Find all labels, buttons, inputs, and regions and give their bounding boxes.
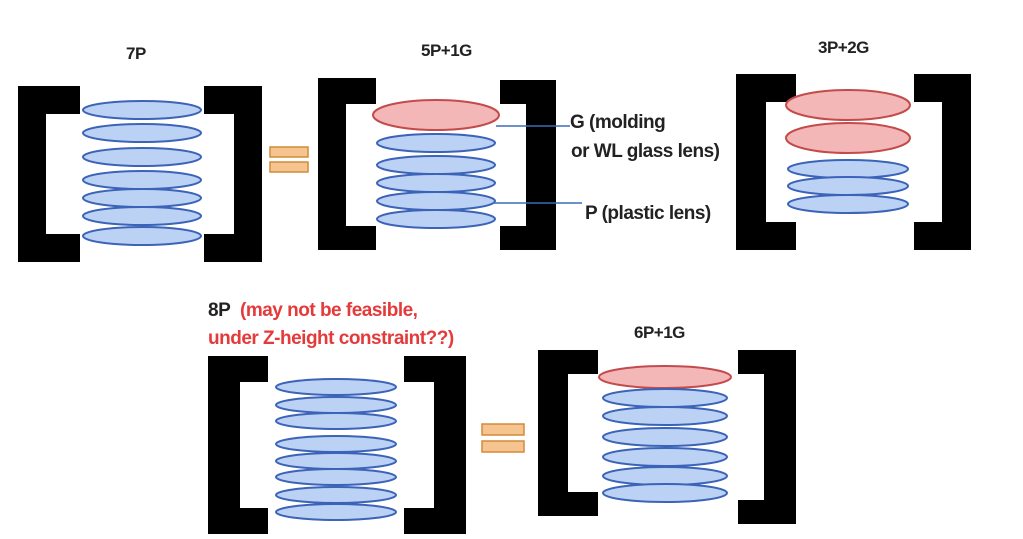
glass-lens xyxy=(785,122,911,154)
plastic-lens xyxy=(275,468,397,486)
plastic-lens xyxy=(275,435,397,453)
plastic-lens xyxy=(82,226,202,246)
config-label-7p: 7P xyxy=(126,44,146,63)
lens-stack-3p-2g xyxy=(736,74,971,250)
plastic-lens xyxy=(275,452,397,470)
left-bracket xyxy=(538,350,598,516)
equals-sign xyxy=(269,146,309,173)
plastic-lens xyxy=(376,209,496,229)
plastic-lens xyxy=(602,388,728,408)
plastic-lens xyxy=(787,194,909,214)
plastic-lens xyxy=(602,466,728,486)
glass-annotation-line-2: or WL glass lens) xyxy=(571,141,720,162)
feasibility-note-line-1: (may not be feasible, xyxy=(240,300,418,321)
glass-lens xyxy=(598,365,732,389)
plastic-lenses xyxy=(376,133,496,229)
plastic-lenses xyxy=(275,378,397,521)
plastic-lenses xyxy=(82,100,202,246)
left-bracket xyxy=(736,74,796,250)
config-label-3p-2g: 3P+2G xyxy=(818,38,869,57)
plastic-lens xyxy=(275,412,397,430)
config-label-8p: 8P xyxy=(208,300,231,321)
plastic-lens xyxy=(82,188,202,208)
plastic-lens xyxy=(275,486,397,504)
right-bracket xyxy=(404,356,466,534)
plastic-lens xyxy=(602,427,728,447)
plastic-lens xyxy=(376,155,496,175)
plastic-lens xyxy=(602,483,728,503)
lens-stack-8p xyxy=(208,356,466,534)
left-bracket xyxy=(208,356,268,534)
plastic-lens xyxy=(787,176,909,196)
plastic-lens xyxy=(376,173,496,193)
glass-annotation-line-1: G (molding xyxy=(570,112,666,133)
plastic-lens xyxy=(376,133,496,153)
plastic-lens xyxy=(82,100,202,120)
plastic-lens xyxy=(82,170,202,190)
left-bracket xyxy=(18,86,80,262)
plastic-annotation: P (plastic lens) xyxy=(585,203,711,224)
glass-lens xyxy=(372,99,500,131)
feasibility-note-line-2: under Z-height constraint??) xyxy=(208,328,454,349)
plastic-lens xyxy=(275,503,397,521)
plastic-lens xyxy=(602,406,728,426)
left-bracket xyxy=(318,78,376,250)
config-label-6p-1g: 6P+1G xyxy=(634,323,685,342)
lens-stack-7p xyxy=(18,86,262,262)
right-bracket xyxy=(738,350,796,524)
plastic-lens xyxy=(275,396,397,414)
plastic-lenses xyxy=(602,388,728,503)
plastic-lens xyxy=(275,378,397,396)
right-bracket xyxy=(500,80,556,250)
lens-stack-6p-1g xyxy=(538,350,796,524)
right-bracket xyxy=(204,86,262,262)
equals-sign xyxy=(481,423,525,453)
plastic-lens xyxy=(787,159,909,179)
glass-lens xyxy=(785,89,911,121)
plastic-lens xyxy=(82,147,202,167)
lens-stack-5p-1g xyxy=(318,78,582,250)
plastic-lens xyxy=(82,123,202,143)
plastic-lens xyxy=(602,447,728,467)
plastic-lenses xyxy=(787,159,909,214)
config-label-5p-1g: 5P+1G xyxy=(421,41,472,60)
plastic-lens xyxy=(376,191,496,211)
right-bracket xyxy=(914,74,971,250)
plastic-lens xyxy=(82,206,202,226)
